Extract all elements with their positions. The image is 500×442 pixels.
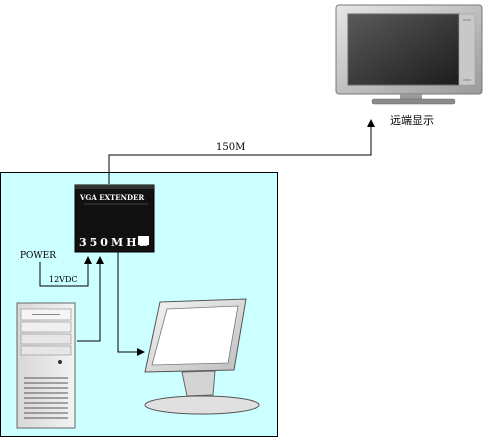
remote-display-icon — [335, 4, 483, 105]
remote-display-label: 远端显示 — [390, 114, 434, 127]
pc-tower-icon — [16, 302, 76, 429]
extender-title-text: VGA EXTENDER — [79, 193, 144, 202]
cable-pc-to-extender — [77, 256, 104, 342]
power-line — [39, 256, 92, 287]
power-label: POWER — [20, 251, 56, 261]
cable-extender-to-monitor — [117, 252, 145, 356]
extender-model-text: 350MHZ — [79, 236, 151, 249]
vga-extender-icon: VGA EXTENDER 350MHZ — [74, 184, 155, 253]
local-monitor-icon — [144, 298, 260, 415]
cable-length-label: 150M — [216, 142, 245, 153]
voltage-label: 12VDC — [49, 275, 78, 284]
cable-extender-to-display — [108, 119, 375, 184]
